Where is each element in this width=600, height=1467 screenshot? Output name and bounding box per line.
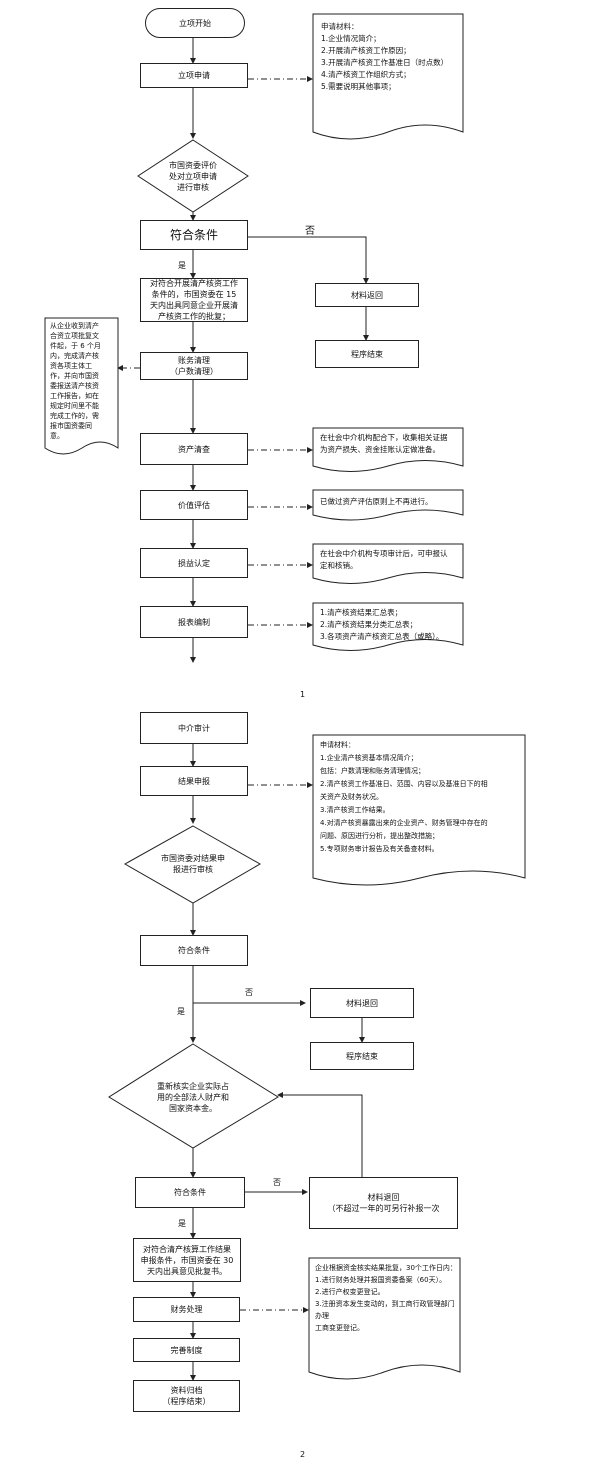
review-decision: 市国资委评价 处对立项申请 进行审核: [169, 160, 217, 192]
report-note: 1.清产核资结果汇总表； 2.清产核资结果分类汇总表； 3.各项资产清产核资汇总…: [320, 608, 444, 641]
approve2-box: 对符合清产核算工作结果 申报条件，市国资委在 30 天内出具意见批复书。: [133, 1238, 241, 1282]
yes1-label: 是: [177, 1007, 185, 1016]
left-deadline-note: 从企业收到清产 合资立项批复文 件起，于 6 个月 内，完成清产核 资各项主体工…: [50, 322, 101, 440]
return2-box: 材料退回 （不超过一年的可另行补报一次: [309, 1177, 458, 1229]
report-box: 报表编制: [140, 606, 248, 638]
account-clear-box: 账务清理 （户数清理）: [140, 352, 248, 380]
end1-box: 程序结束: [310, 1042, 414, 1070]
finance-box: 财务处理: [133, 1297, 240, 1322]
improve-box: 完善制度: [133, 1338, 240, 1362]
no2-label: 否: [273, 1178, 281, 1187]
page-number-1: 1: [300, 690, 306, 699]
finance-note: 企业根据资金核实结果批复，30个工作日内： 1.进行财务处理并报国资委备案（60…: [315, 1264, 457, 1332]
yes2-label: 是: [178, 1219, 186, 1228]
start-label: 立项开始: [179, 18, 211, 28]
valuation-box: 价值评估: [140, 490, 248, 520]
loss-box: 损益认定: [140, 548, 248, 578]
qualify2-box: 符合条件: [135, 1177, 245, 1208]
approve-box: 对符合开展清产核资工作 条件的，市国资委在 15 天内出具同意企业开展清 产核资…: [140, 278, 248, 322]
result-review-decision: 市国资委对结果申 报进行审核: [161, 854, 225, 874]
submit-box: 结果申报: [140, 766, 248, 796]
apply-box: 立项申请: [140, 63, 248, 88]
end-box: 程序结束: [315, 340, 419, 368]
return-box: 材料返回: [315, 283, 419, 307]
page-number-2: 2: [300, 1450, 306, 1459]
apply-materials-doc: 申请材料： 1.企业情况简介； 2.开展清产核资工作原因； 3.开展清产核资工作…: [321, 22, 449, 91]
yes-label: 是: [178, 261, 186, 270]
archive-box: 资料归档 （程序结束）: [133, 1380, 240, 1412]
start-terminal: 立项开始: [145, 8, 245, 38]
loss-note: 在社会中介机构专项审计后，可申报认 定和核销。: [320, 549, 448, 570]
asset-check-box: 资产清查: [140, 433, 248, 465]
no-label: 否: [305, 226, 315, 237]
valuation-note: 已做过资产评估原则上不再进行。: [320, 497, 433, 506]
return1-box: 材料退回: [310, 988, 414, 1018]
asset-check-note: 在社会中介机构配合下，收集相关证据 为资产损失、资金挂账认定做准备。: [320, 433, 448, 454]
no1-label: 否: [245, 988, 253, 997]
qualify1-box: 符合条件: [140, 935, 248, 966]
recheck-decision: 重新核实企业实际占 用的全部法人财产和 国家资本金。: [157, 1081, 229, 1113]
audit-box: 中介审计: [140, 712, 248, 744]
qualify-box: 符合条件: [140, 220, 248, 250]
submit-materials-doc: 申请材料： 1.企业清产核资基本情况简介； 包括：户数清理和账务清理情况； 2.…: [320, 741, 488, 853]
